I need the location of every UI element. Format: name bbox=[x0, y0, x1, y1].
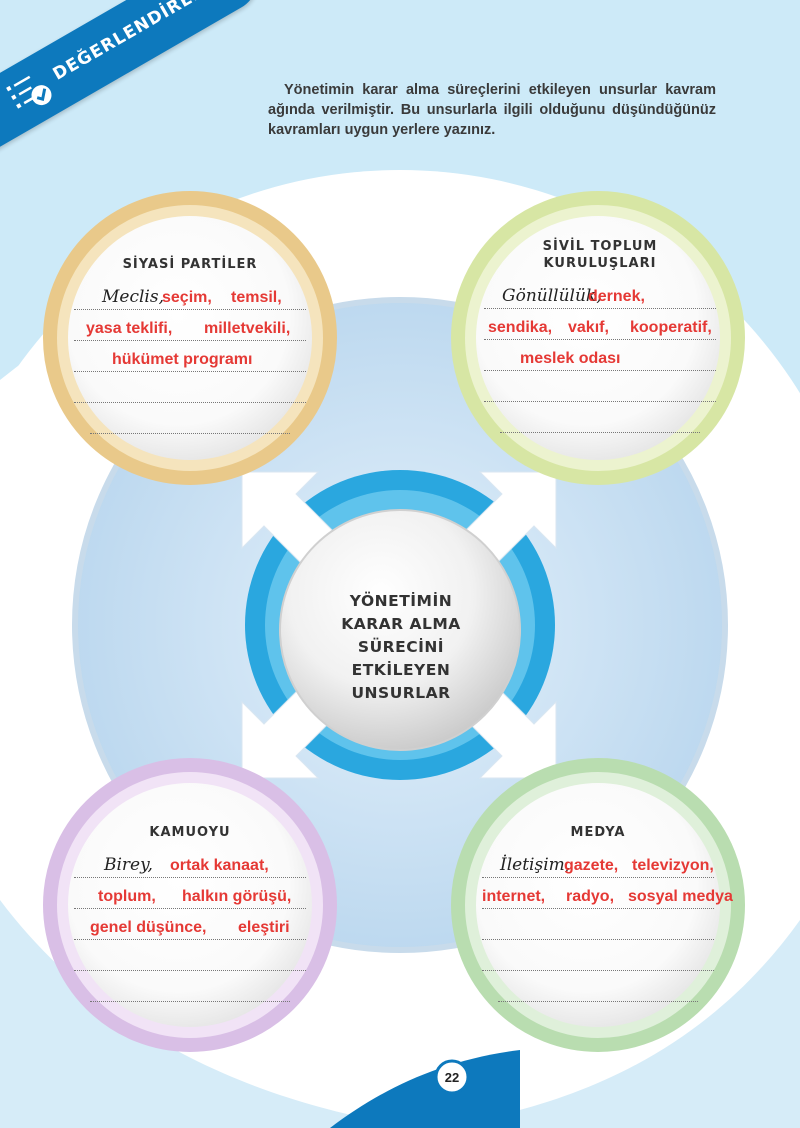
diagonal-arrows bbox=[241, 471, 557, 779]
bubble-medya: MEDYA İletişim, gazete, televizyon, inte… bbox=[482, 824, 733, 1002]
answer-line: meslek odası bbox=[484, 340, 716, 371]
answer-text: vakıf, bbox=[568, 319, 609, 336]
answer-text: yasa teklifi, bbox=[86, 320, 173, 337]
handwritten-answer: Gönüllülük, bbox=[502, 286, 602, 306]
instruction-text: Yönetimin karar alma süreçlerini etkiley… bbox=[268, 82, 716, 138]
answer-text: milletvekili, bbox=[204, 320, 291, 337]
answer-text: hükümet programı bbox=[112, 351, 253, 368]
bubble-title: MEDYA bbox=[570, 825, 626, 840]
center-title-line: KARAR ALMA SÜRECİNİ bbox=[341, 615, 461, 656]
answer-line: hükümet programı bbox=[74, 341, 306, 372]
bubble-siyasi-partiler: SİYASİ PARTİLER Meclis, seçim, temsil, y… bbox=[74, 256, 306, 434]
answer-text: kooperatif, bbox=[630, 319, 712, 336]
answer-text: ortak kanaat, bbox=[170, 857, 269, 874]
answer-line: Gönüllülük, dernek, bbox=[484, 278, 716, 309]
answer-line: İletişim, gazete, televizyon, bbox=[482, 847, 714, 878]
bubble-title: SİVİL TOPLUM KURULUŞLARI bbox=[542, 239, 658, 271]
answer-text: gazete, bbox=[564, 857, 619, 874]
answer-line: yasa teklifi, milletvekili, bbox=[74, 310, 306, 341]
answer-text: sosyal medya bbox=[628, 888, 733, 905]
center-title: YÖNETİMİN KARAR ALMA SÜRECİNİ ETKİLEYEN … bbox=[296, 590, 506, 705]
answer-line bbox=[500, 402, 700, 433]
answer-line bbox=[482, 909, 714, 940]
center-ball bbox=[279, 509, 521, 751]
answer-line bbox=[498, 971, 698, 1002]
answer-text: toplum, bbox=[98, 888, 156, 905]
handwritten-answer: Meclis, bbox=[102, 287, 164, 307]
center-title-line: ETKİLEYEN bbox=[351, 661, 451, 679]
answer-text: genel düşünce, bbox=[90, 919, 207, 936]
answer-text: meslek odası bbox=[520, 350, 621, 367]
handwritten-answer: İletişim, bbox=[500, 855, 571, 875]
answer-line: genel düşünce, eleştiri bbox=[74, 909, 306, 940]
answer-line bbox=[74, 940, 306, 971]
answer-line bbox=[482, 940, 714, 971]
center-title-line: YÖNETİMİN bbox=[349, 592, 453, 610]
answer-text: temsil, bbox=[231, 289, 282, 306]
checklist-icon bbox=[6, 75, 52, 109]
bubble-sivil-toplum: SİVİL TOPLUM KURULUŞLARI Gönüllülük, der… bbox=[484, 238, 716, 433]
section-badge: DEĞERLENDİRELİM bbox=[0, 0, 270, 152]
answer-line bbox=[74, 372, 306, 403]
answer-line: Birey, ortak kanaat, bbox=[74, 847, 306, 878]
answer-text: halkın görüşü, bbox=[182, 888, 292, 905]
bubble-kamuoyu: KAMUOYU Birey, ortak kanaat, toplum, hal… bbox=[74, 824, 306, 1002]
answer-line: Meclis, seçim, temsil, bbox=[74, 279, 306, 310]
answer-text: dernek, bbox=[588, 288, 645, 305]
answer-line bbox=[90, 403, 290, 434]
answer-text: televizyon, bbox=[632, 857, 714, 874]
answer-text: eleştiri bbox=[238, 919, 290, 936]
page-number: 22 bbox=[444, 1070, 460, 1085]
answer-text: sendika, bbox=[488, 319, 553, 336]
bubble-title: SİYASİ PARTİLER bbox=[122, 257, 258, 272]
answer-line: internet, radyo, sosyal medya bbox=[482, 878, 733, 909]
bubble-title: KAMUOYU bbox=[149, 825, 231, 840]
answer-text: seçim, bbox=[162, 289, 212, 306]
answer-line bbox=[484, 371, 716, 402]
handwritten-answer: Birey, bbox=[104, 855, 153, 875]
center-title-line: UNSURLAR bbox=[351, 684, 451, 702]
answer-text: internet, bbox=[482, 888, 546, 905]
answer-line: toplum, halkın görüşü, bbox=[74, 878, 306, 909]
answer-line bbox=[90, 971, 290, 1002]
answer-text: radyo, bbox=[566, 888, 615, 905]
answer-line: sendika, vakıf, kooperatif, bbox=[484, 309, 716, 340]
